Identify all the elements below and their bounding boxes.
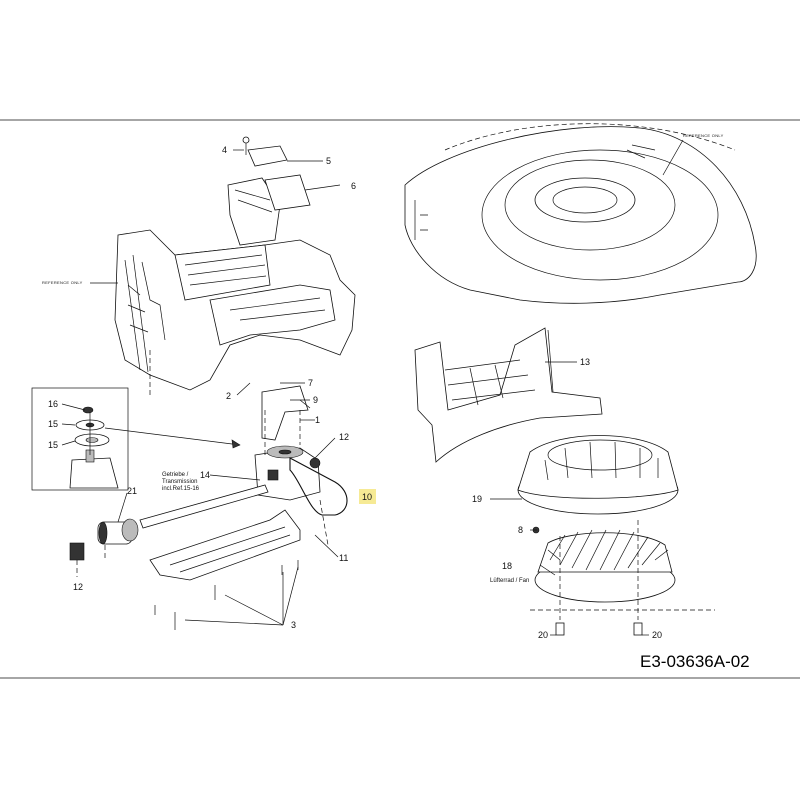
leader-lines bbox=[61, 149, 649, 636]
callout-6: 6 bbox=[351, 181, 356, 191]
callout-18: 18 bbox=[502, 561, 512, 571]
callout-19: 19 bbox=[472, 494, 482, 504]
callout-1: 1 bbox=[315, 415, 320, 425]
drawing-code: E3-03636A-02 bbox=[640, 652, 750, 671]
callout-13: 13 bbox=[580, 357, 590, 367]
inset-arrow bbox=[104, 427, 241, 446]
transmission-note-line2: Transmission bbox=[162, 479, 197, 485]
top-cover bbox=[404, 123, 757, 304]
deck-housing bbox=[114, 136, 356, 395]
fan-label: Lüfterrad / Fan bbox=[490, 578, 529, 584]
callout-15-a: 15 bbox=[48, 419, 58, 429]
baffle-13 bbox=[414, 327, 603, 463]
callouts: 4 5 6 7 2 9 1 12 14 10 11 21 12 3 16 15 … bbox=[42, 133, 750, 671]
fan-18 bbox=[530, 520, 715, 636]
transmission-note-line3: incl.Ref.15-16 bbox=[162, 486, 200, 492]
callout-3: 3 bbox=[291, 620, 296, 630]
callout-11: 11 bbox=[339, 553, 348, 563]
callout-10: 10 bbox=[362, 492, 372, 502]
callout-5: 5 bbox=[326, 156, 331, 166]
callout-20-b: 20 bbox=[652, 630, 662, 640]
callout-12-top: 12 bbox=[339, 432, 349, 442]
callout-20-a: 20 bbox=[538, 630, 548, 640]
part-5-cover bbox=[247, 145, 288, 167]
callout-16: 16 bbox=[48, 399, 58, 409]
callout-8: 8 bbox=[518, 525, 523, 535]
fan-housing-19 bbox=[517, 435, 679, 515]
callout-4: 4 bbox=[222, 145, 227, 155]
callout-2: 2 bbox=[226, 391, 231, 401]
highlight-part-10 bbox=[359, 489, 376, 504]
callout-21: 21 bbox=[127, 486, 137, 496]
callout-12-bottom: 12 bbox=[73, 582, 83, 592]
transmission-note-line1: Getriebe / bbox=[162, 472, 189, 478]
callout-9: 9 bbox=[313, 395, 318, 405]
inset-box bbox=[31, 387, 129, 491]
callout-14: 14 bbox=[200, 470, 210, 480]
reference-only-right: REFERENCE ONLY bbox=[683, 133, 724, 138]
part-6-plate bbox=[264, 174, 311, 211]
callout-15-b: 15 bbox=[48, 440, 58, 450]
callout-7: 7 bbox=[308, 378, 313, 388]
reference-only-left: REFERENCE ONLY bbox=[42, 280, 83, 285]
transmission-assembly bbox=[69, 385, 348, 630]
